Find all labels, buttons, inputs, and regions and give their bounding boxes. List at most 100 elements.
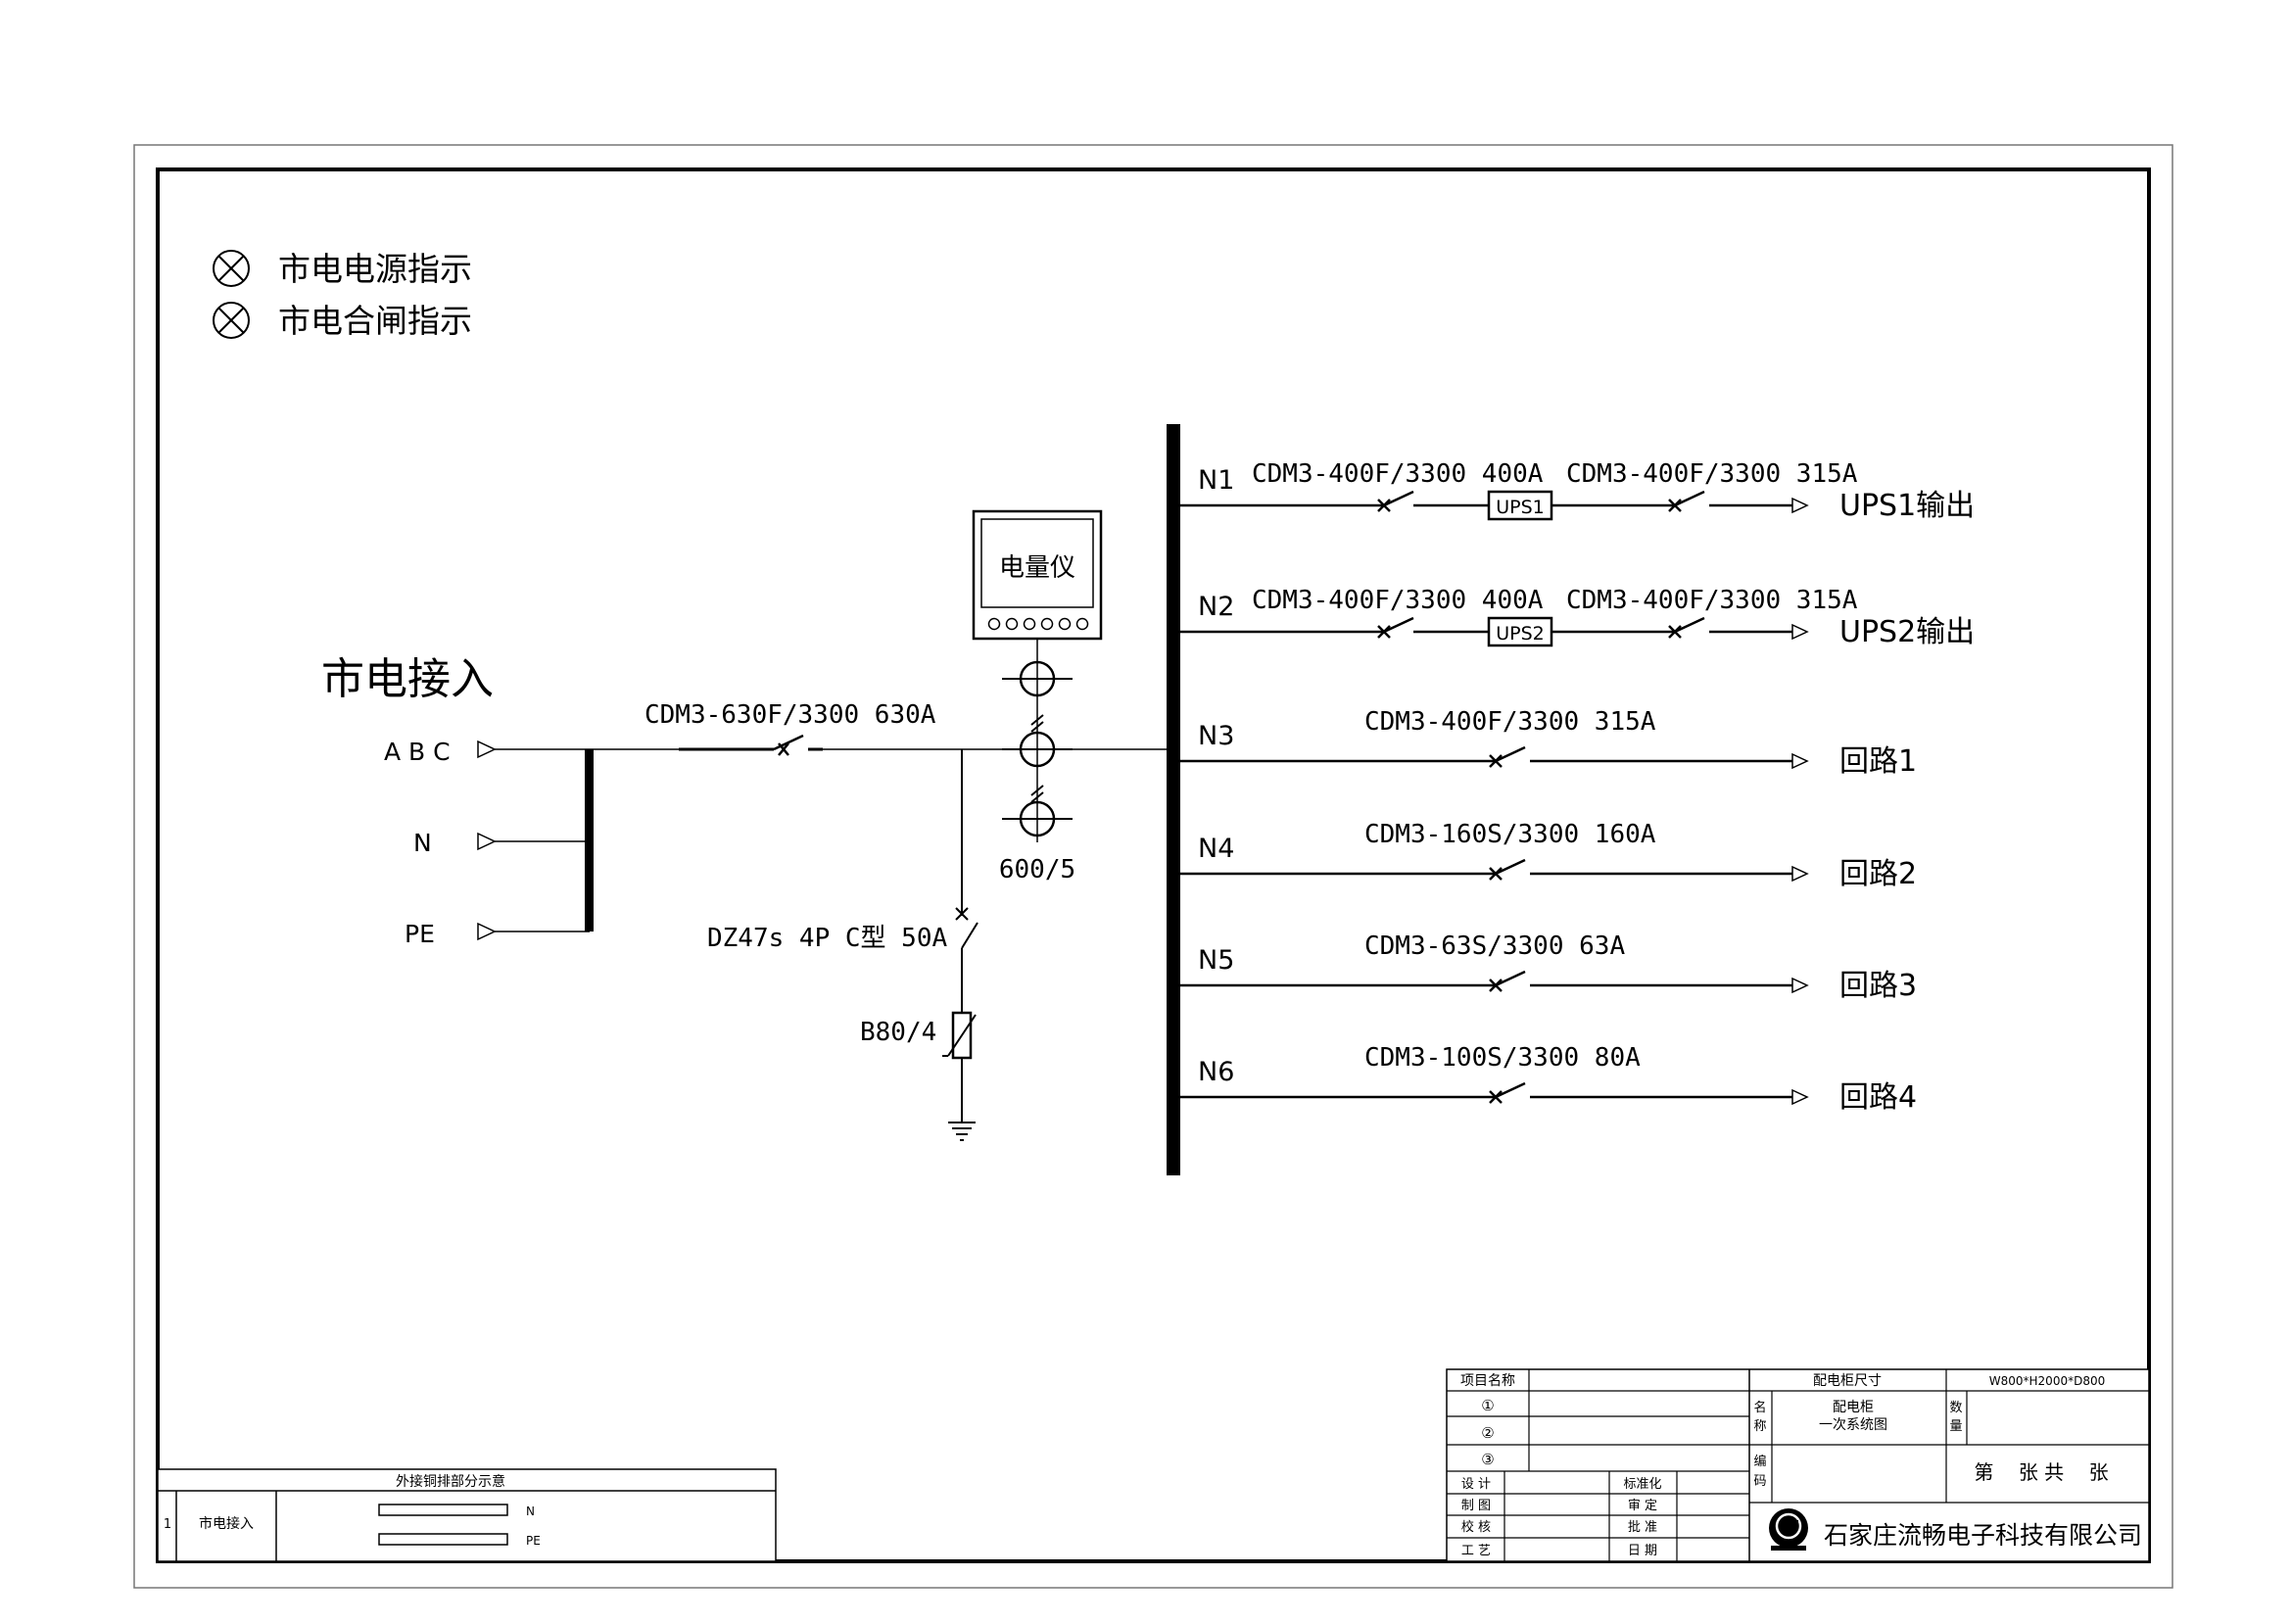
feeder-n2-output-label: UPS2输出 — [1839, 615, 1975, 649]
role-draw: 制 图 — [1461, 1499, 1491, 1513]
circle-label-2: ② — [1481, 1424, 1494, 1442]
feeder-n2-breaker1-label: CDM3-400F/3300 400A — [1252, 586, 1544, 615]
drawing-frame — [156, 167, 2151, 1563]
cabinet-size-value: W800*H2000*D800 — [1989, 1374, 2105, 1388]
role-approve: 批 准 — [1628, 1520, 1657, 1535]
feeder-n1-ups-label: UPS1 — [1496, 497, 1545, 518]
feeder-n4-output-label: 回路2 — [1839, 857, 1917, 891]
phase-label-n: N — [413, 829, 432, 857]
feeder-n1-breaker1-blade — [1383, 490, 1414, 507]
ct-ratio-label: 600/5 — [999, 855, 1075, 884]
feeder-n5-breaker1-label: CDM3-63S/3300 63A — [1364, 931, 1625, 961]
phase-label-abc: A B C — [384, 738, 451, 766]
role-process: 工 艺 — [1461, 1544, 1491, 1558]
copper-bar-pe — [378, 1533, 508, 1546]
feeder-n1-output-label: UPS1输出 — [1839, 489, 1975, 523]
role-date: 日 期 — [1628, 1544, 1657, 1558]
feeder-n6-output-label: 回路4 — [1839, 1080, 1917, 1115]
feeder-n6-breaker1-blade — [1495, 1081, 1526, 1099]
phase-label-pe: PE — [405, 920, 435, 948]
role-review: 审 定 — [1628, 1499, 1657, 1513]
cabinet-size-label: 配电柜尺寸 — [1813, 1373, 1882, 1389]
copper-table-header: 外接铜排部分示意 — [396, 1473, 505, 1490]
meter-label: 电量仪 — [999, 553, 1075, 583]
feeder-n1-ups-box — [1487, 490, 1553, 521]
feeder-n2-breaker2-blade — [1674, 616, 1705, 634]
company-name: 石家庄流畅电子科技有限公司 — [1824, 1521, 2142, 1550]
source-incoming: 市电接入 A B C N PE — [321, 654, 594, 948]
legend-label-power: 市电电源指示 — [278, 250, 472, 288]
copper-bar-pe-label: PE — [526, 1534, 541, 1548]
project-name-label: 项目名称 — [1460, 1373, 1515, 1389]
main-bus-bar — [1167, 424, 1180, 1175]
feeder-n6-id: N6 — [1198, 1057, 1234, 1087]
main-line: CDM3-630F/3300 630A — [495, 700, 1171, 756]
feeder-n5-id: N5 — [1198, 945, 1234, 976]
qty-label-2: 量 — [1949, 1419, 1962, 1434]
surge-breaker-label: DZ47s 4P C型 50A — [707, 924, 947, 953]
arrow-icon — [1791, 865, 1809, 883]
surge-arrester-label: B80/4 — [860, 1018, 936, 1047]
code-label-2: 码 — [1753, 1474, 1766, 1489]
arrow-icon — [1791, 752, 1809, 770]
arrow-icon — [1791, 623, 1809, 641]
feeder-n5-breaker1-blade — [1495, 970, 1526, 987]
feeder-n1-id: N1 — [1198, 465, 1234, 496]
indicator-lamp-icon — [213, 250, 250, 287]
feeder-n2-breaker2-label: CDM3-400F/3300 315A — [1566, 586, 1858, 615]
feeder-n4-id: N4 — [1198, 834, 1234, 864]
feeder-n5-output-label: 回路3 — [1839, 969, 1917, 1003]
legend-label-closing: 市电合闸指示 — [278, 302, 472, 340]
copper-table-row-name: 市电接入 — [199, 1515, 254, 1532]
feeder-n3-id: N3 — [1198, 721, 1234, 751]
arrow-icon — [1791, 1088, 1809, 1106]
current-transformers: 600/5 — [999, 639, 1075, 884]
circle-label-1: ① — [1481, 1397, 1494, 1414]
arrow-icon — [477, 922, 497, 941]
source-title: 市电接入 — [321, 654, 494, 704]
feeder-n4-breaker1-blade — [1495, 858, 1526, 876]
name-label-2: 称 — [1753, 1419, 1766, 1434]
feeder-n3-breaker1-label: CDM3-400F/3300 315A — [1364, 707, 1656, 737]
company-logo-icon — [1769, 1508, 1808, 1551]
arrow-icon — [1791, 977, 1809, 994]
name-value-2: 一次系统图 — [1819, 1417, 1887, 1433]
sheet-number: 第 张 共 张 — [1974, 1460, 2108, 1484]
circle-label-3: ③ — [1481, 1451, 1494, 1468]
main-breaker-label: CDM3-630F/3300 630A — [644, 700, 936, 730]
arrow-icon — [1791, 497, 1809, 514]
copper-table-row-no: 1 — [164, 1517, 171, 1532]
sheet-outer-border — [133, 144, 2173, 1589]
feeder-n6-breaker1-label: CDM3-100S/3300 80A — [1364, 1043, 1641, 1073]
varistor-icon — [942, 1011, 977, 1060]
feeder-n1-breaker2-label: CDM3-400F/3300 315A — [1566, 459, 1858, 489]
legend: 市电电源指示 市电合闸指示 — [213, 250, 472, 340]
qty-label-1: 数 — [1949, 1401, 1962, 1415]
feeder-n2-ups-label: UPS2 — [1496, 623, 1545, 645]
arrow-icon — [477, 832, 497, 851]
title-block: 项目名称 ① ② ③ 设 计 制 图 校 核 工 艺 标准化 审 定 批 准 日… — [1446, 1368, 2150, 1562]
feeder-n1-breaker1-label: CDM3-400F/3300 400A — [1252, 459, 1544, 489]
role-check: 校 核 — [1461, 1519, 1491, 1535]
role-standard: 标准化 — [1623, 1477, 1661, 1492]
arrow-icon — [477, 740, 497, 759]
feeder-n2-ups-box — [1487, 616, 1553, 647]
surge-branch: DZ47s 4P C型 50A B80/4 — [707, 749, 978, 1141]
feeder-n1-breaker2-blade — [1674, 490, 1705, 507]
feeder-n2-breaker1-blade — [1383, 616, 1414, 634]
code-label-1: 编 — [1753, 1455, 1766, 1469]
power-meter: 电量仪 — [972, 509, 1103, 641]
name-value-1: 配电柜 — [1833, 1400, 1874, 1415]
indicator-lamp-icon — [213, 302, 250, 339]
copper-bar-table: 外接铜排部分示意 1 市电接入 N PE — [157, 1468, 777, 1562]
name-label-1: 名 — [1753, 1400, 1766, 1415]
feeder-n3-output-label: 回路1 — [1839, 744, 1917, 779]
feeder-n2-id: N2 — [1198, 592, 1234, 622]
role-design: 设 计 — [1461, 1477, 1491, 1492]
copper-bar-n-label: N — [526, 1505, 535, 1518]
feeder-n4-breaker1-label: CDM3-160S/3300 160A — [1364, 820, 1656, 849]
ground-icon — [948, 1122, 976, 1141]
